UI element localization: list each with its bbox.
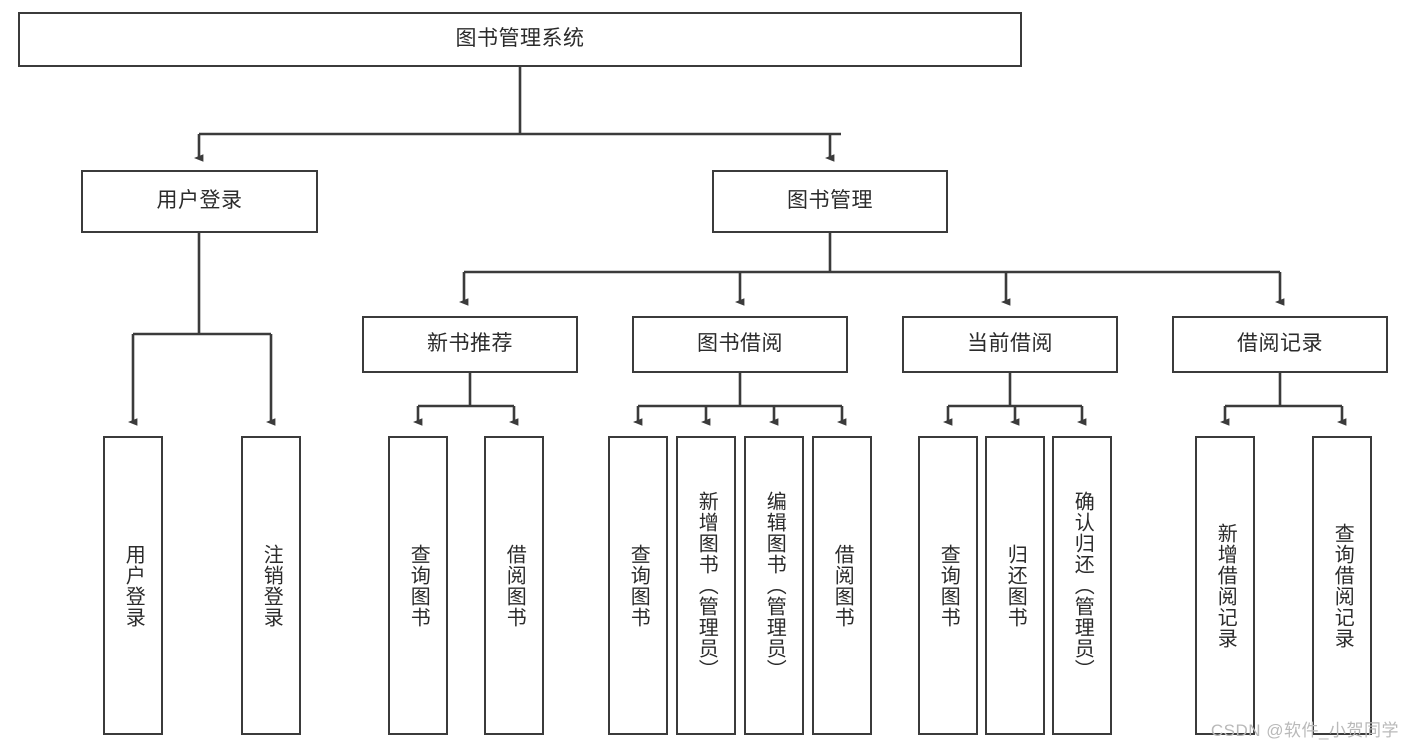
leaf-book-borrow-lend[interactable]: 借阅图书: [812, 436, 872, 735]
node-root[interactable]: 图书管理系统: [18, 12, 1022, 67]
node-new-book-recommend[interactable]: 新书推荐: [362, 316, 578, 373]
node-root-label: 图书管理系统: [455, 27, 585, 51]
leaf-label: 注销登录: [260, 543, 283, 628]
node-borrow-record-label: 借阅记录: [1237, 332, 1323, 356]
node-book-borrow[interactable]: 图书借阅: [632, 316, 848, 373]
node-book-management-label: 图书管理: [787, 189, 873, 213]
leaf-book-borrow-query[interactable]: 查询图书: [608, 436, 668, 735]
leaf-current-borrow-query[interactable]: 查询图书: [918, 436, 978, 735]
leaf-label: 借阅图书: [503, 543, 526, 628]
node-new-book-recommend-label: 新书推荐: [427, 332, 513, 356]
leaf-label: 编辑图书（管理员）: [763, 491, 786, 680]
leaf-label: 新增图书（管理员）: [695, 491, 718, 680]
node-current-borrow[interactable]: 当前借阅: [902, 316, 1118, 373]
leaf-label: 新增借阅记录: [1214, 522, 1237, 649]
leaf-label: 查询借阅记录: [1331, 522, 1354, 649]
node-user-login-label: 用户登录: [156, 189, 243, 213]
leaf-label: 借阅图书: [831, 543, 854, 628]
leaf-current-borrow-return[interactable]: 归还图书: [985, 436, 1045, 735]
leaf-book-borrow-add[interactable]: 新增图书（管理员）: [676, 436, 736, 735]
node-book-management[interactable]: 图书管理: [712, 170, 948, 233]
leaf-borrow-record-query[interactable]: 查询借阅记录: [1312, 436, 1372, 735]
leaf-user-login-signout[interactable]: 注销登录: [241, 436, 301, 735]
leaf-label: 用户登录: [122, 543, 145, 628]
node-user-login[interactable]: 用户登录: [81, 170, 318, 233]
leaf-label: 归还图书: [1004, 543, 1027, 628]
leaf-label: 确认归还（管理员）: [1071, 491, 1094, 680]
node-current-borrow-label: 当前借阅: [967, 332, 1053, 356]
leaf-label: 查询图书: [407, 543, 430, 628]
leaf-current-borrow-confirm-return[interactable]: 确认归还（管理员）: [1052, 436, 1112, 735]
node-borrow-record[interactable]: 借阅记录: [1172, 316, 1388, 373]
watermark-text: CSDN @软件_小贺同学: [1210, 721, 1399, 740]
leaf-borrow-record-add[interactable]: 新增借阅记录: [1195, 436, 1255, 735]
leaf-label: 查询图书: [937, 543, 960, 628]
leaf-book-borrow-edit[interactable]: 编辑图书（管理员）: [744, 436, 804, 735]
leaf-user-login-signin[interactable]: 用户登录: [103, 436, 163, 735]
leaf-label: 查询图书: [627, 543, 650, 628]
leaf-new-book-borrow[interactable]: 借阅图书: [484, 436, 544, 735]
leaf-new-book-query[interactable]: 查询图书: [388, 436, 448, 735]
node-book-borrow-label: 图书借阅: [697, 332, 783, 356]
